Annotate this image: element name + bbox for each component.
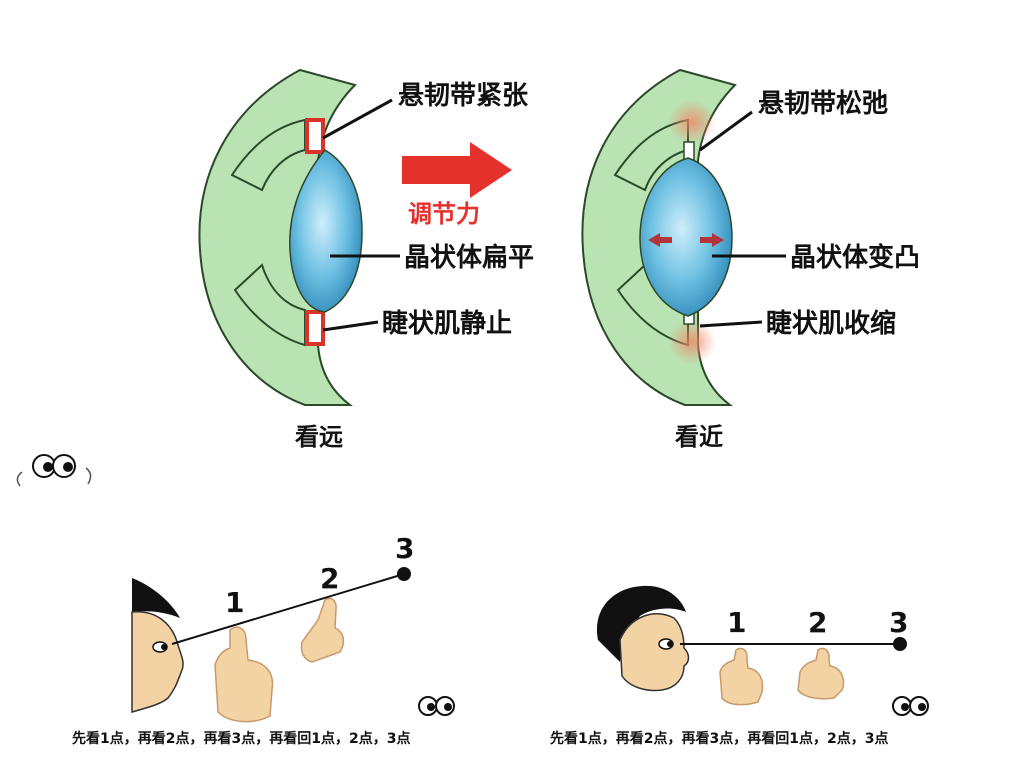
caption-far: 看远 xyxy=(295,423,343,451)
point-3-label-left: 3 xyxy=(395,532,414,565)
pointer-muscle-far xyxy=(322,320,379,332)
googly-eyes-icon xyxy=(892,696,929,716)
hand-2-left xyxy=(300,597,345,663)
accommodation-arrow: 调节力 xyxy=(402,142,512,228)
hair-left xyxy=(132,578,180,618)
label-lens-flat: 晶状体扁平 xyxy=(404,243,534,273)
point-3-dot-left xyxy=(397,567,411,581)
lens-flat xyxy=(289,149,363,313)
point-1-label-right: 1 xyxy=(727,606,746,639)
label-muscle-contracted: 睫状肌收缩 xyxy=(766,308,896,339)
face-left xyxy=(131,611,184,714)
sight-line-left xyxy=(171,573,405,645)
googly-eyes-icon xyxy=(16,454,92,487)
label-accommodation: 调节力 xyxy=(408,200,480,228)
arrow-right-icon xyxy=(402,142,512,198)
iris-far-lower xyxy=(233,263,306,347)
muscle-glow-lower xyxy=(668,320,716,364)
hand-2-right xyxy=(797,647,845,700)
zonule-far-upper xyxy=(305,118,325,154)
label-lens-convex: 晶状体变凸 xyxy=(790,242,920,273)
eye-near-diagram: 悬韧带松弛 晶状体变凸 睫状肌收缩 看近 xyxy=(581,68,920,451)
arrow-right-small-icon xyxy=(700,233,724,247)
hair-right xyxy=(596,585,686,662)
label-zonule-tense: 悬韧带紧张 xyxy=(398,81,529,111)
label-zonule-relaxed: 悬韧带松弛 xyxy=(758,89,888,119)
point-2-label-right: 2 xyxy=(808,606,827,639)
pointer-zonule-near xyxy=(699,110,753,152)
zonule-near-upper xyxy=(683,141,695,161)
point-3-label-right: 3 xyxy=(889,606,908,639)
exercise-panel-left: 1 2 3 先看1点，再看2点，再看3点，再看回1点，2点，3点 xyxy=(72,532,414,747)
muscle-glow-upper xyxy=(668,100,716,144)
point-1-label-left: 1 xyxy=(225,586,244,619)
label-muscle-resting: 睫状肌静止 xyxy=(382,308,512,339)
pointer-muscle-near xyxy=(699,320,763,328)
face-right xyxy=(619,613,690,692)
googly-eyes-icon xyxy=(418,696,455,716)
instruction-caption-left: 先看1点，再看2点，再看3点，再看回1点，2点，3点 xyxy=(72,730,410,747)
eye-far-diagram: 悬韧带紧张 晶状体扁平 睫状肌静止 看远 xyxy=(198,68,534,451)
pointer-zonule-far xyxy=(322,98,393,140)
arrow-left-small-icon xyxy=(648,233,672,247)
point-2-label-left: 2 xyxy=(320,562,339,595)
instruction-caption-right: 先看1点，再看2点，再看3点，再看回1点，2点，3点 xyxy=(550,730,888,747)
exercise-panel-right: 1 2 3 先看1点，再看2点，再看3点，再看回1点，2点，3点 xyxy=(550,585,908,747)
lens-convex xyxy=(639,157,733,317)
hand-1-left xyxy=(214,626,274,723)
zonule-far-lower xyxy=(305,310,325,346)
caption-near: 看近 xyxy=(675,423,723,451)
point-3-dot-right xyxy=(893,637,907,651)
hand-1-right xyxy=(719,647,764,706)
